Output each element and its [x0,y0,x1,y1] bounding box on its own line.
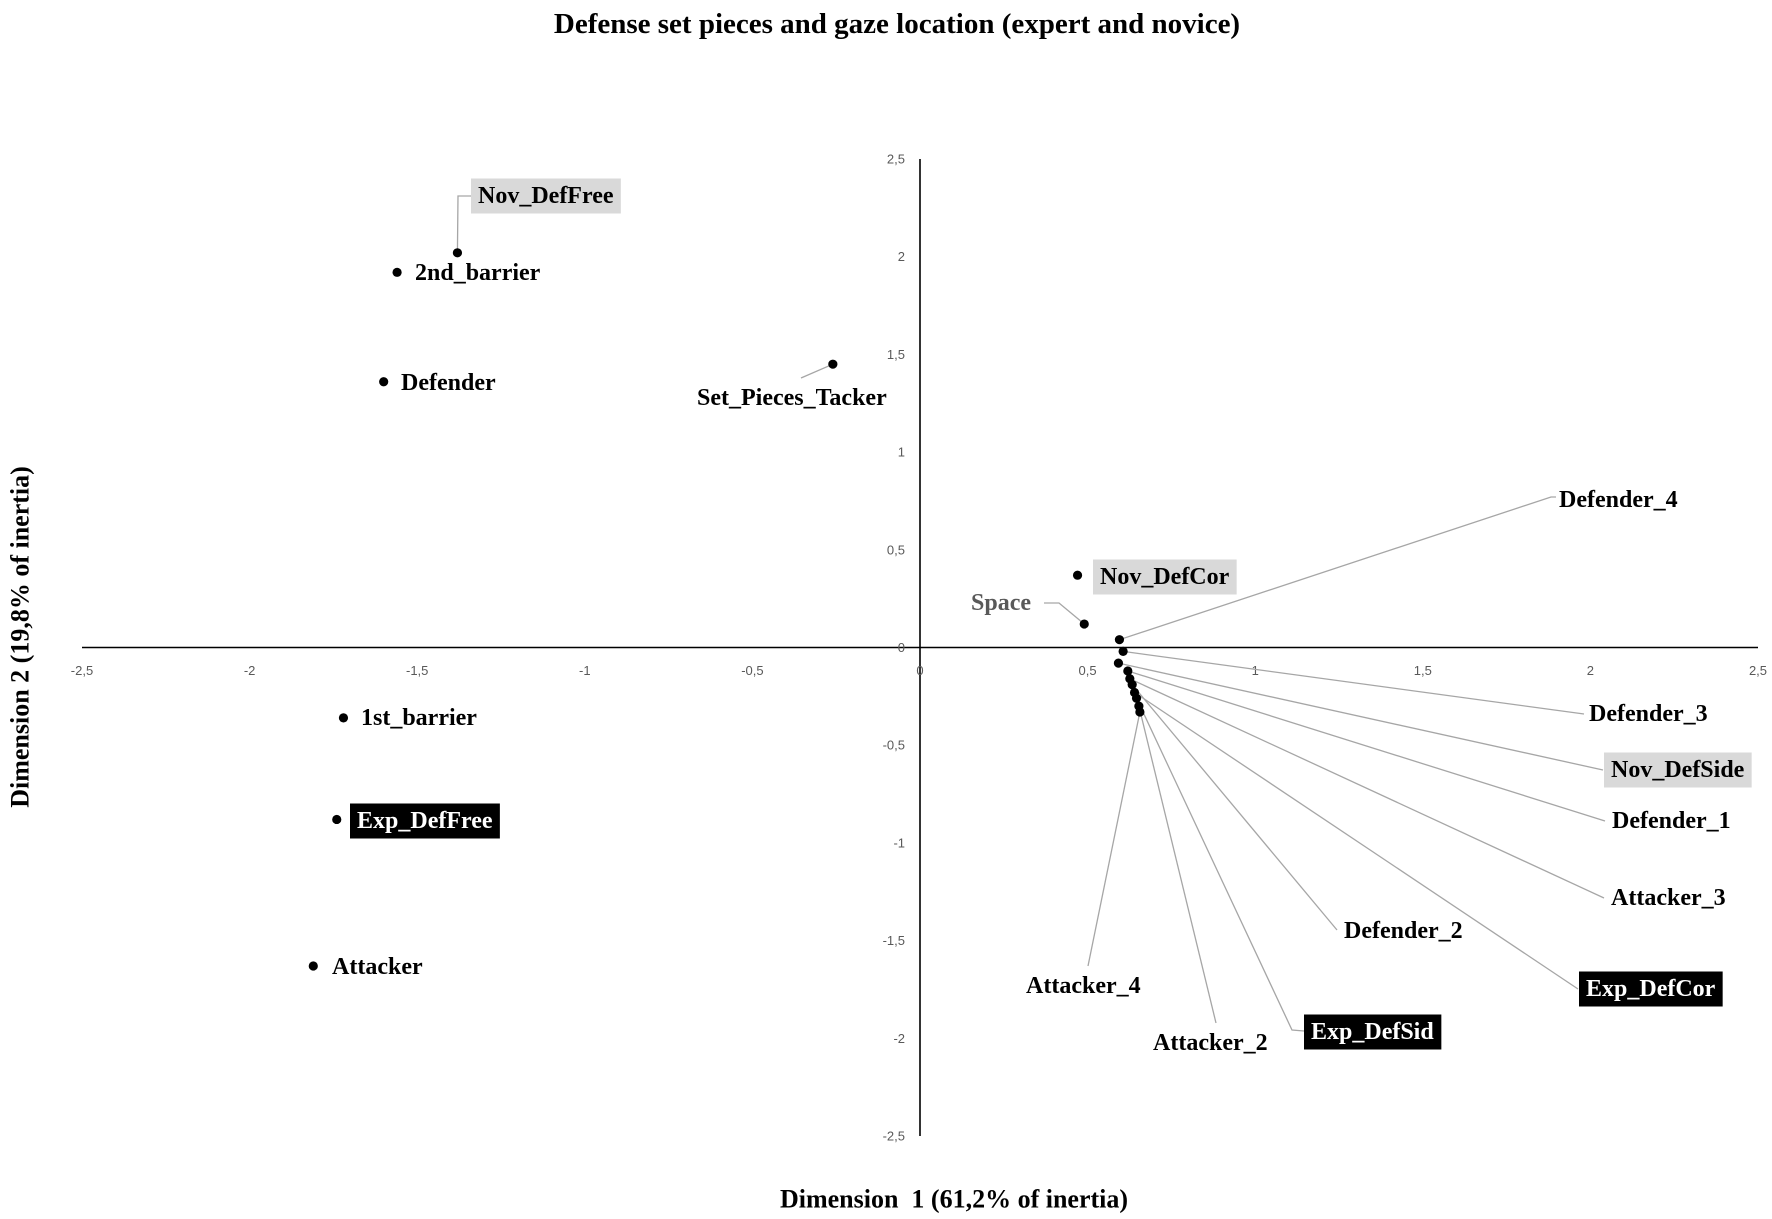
leader-line [1118,662,1604,771]
point-label: Set_Pieces_Tacker [697,385,887,411]
point-label: Space [971,590,1031,616]
point-label: Exp_DefFree [357,808,493,834]
data-point [452,248,463,258]
leader-line [1044,602,1085,625]
data-point [828,359,838,369]
data-point [1079,619,1089,629]
y-tick-label: 0 [898,640,905,655]
x-tick-label: 0,5 [1079,663,1097,678]
tick-labels: -2,5 -2 -1,5 -1 -0,5 0 0,5 1 1,5 2 2,5 2,5 2 1,5 1 0,5 0… [71,152,1767,1144]
y-tick-label: 1,5 [887,347,905,362]
point-label: Attacker_3 [1611,885,1726,911]
y-tick-label: -2,5 [883,1129,905,1144]
y-tick-label: -1 [893,835,905,850]
y-axis-title: Dimension 2 (19,8% of inertia) [6,466,35,808]
x-tick-label: -0,5 [741,663,763,678]
y-tick-label: 0,5 [887,542,905,557]
y-tick-label: -1,5 [883,933,905,948]
label-box [350,803,500,839]
leader-line [1087,711,1141,967]
point-label: Nov_DefSide [1611,757,1745,783]
x-tick-label: -2,5 [71,663,93,678]
data-point [338,713,349,723]
point-label: Nov_DefCor [1100,564,1230,590]
leader-line [1135,698,1305,1032]
point-label: Exp_DefSid [1311,1019,1434,1045]
point-label: Defender_1 [1612,808,1731,834]
data-point [308,961,318,971]
label-box [1579,971,1723,1007]
point-label: Nov_DefFree [478,183,614,209]
leader-line [1131,684,1338,931]
point-label: Defender_4 [1559,487,1678,513]
data-point [379,377,389,387]
leader-line [1123,650,1585,715]
point-label: Attacker [332,954,423,980]
point-label: Exp_DefCor [1586,976,1716,1002]
x-tick-label: 0 [916,663,923,678]
x-tick-label: 1 [1252,663,1259,678]
point-labels: Nov_DefFree 2nd_barrierDefenderSet_Pieces… [332,183,1745,1056]
leader-line [1119,496,1556,641]
leader-line [1138,705,1217,1024]
data-point [1135,707,1145,717]
leader-line [1127,670,1606,822]
point-label: 2nd_barrier [415,260,541,286]
y-tick-label: 1 [898,445,905,460]
leader-line [800,363,834,379]
data-point [1113,658,1124,668]
x-tick-label: 2,5 [1749,663,1767,678]
axes [82,159,1758,1136]
label-box [1304,1014,1442,1050]
data-point [1118,646,1128,657]
y-tick-label: 2 [898,249,905,264]
x-axis-title: Dimension 1 (61,2% of inertia) [780,1185,1128,1214]
leader-line [1129,678,1605,899]
data-point [1114,635,1125,645]
data-point [1123,666,1133,676]
data-point [1127,680,1137,690]
x-tick-label: 2 [1587,663,1594,678]
point-label: Defender_3 [1589,701,1708,727]
y-tick-label: -0,5 [883,738,905,753]
leader-lines [456,195,1606,1032]
chart-title: Defense set pieces and gaze location (ex… [554,8,1240,40]
label-box [1093,559,1237,595]
x-tick-label: 1,5 [1414,663,1432,678]
point-label: Attacker_2 [1153,1030,1268,1056]
x-tick-label: -1 [579,663,591,678]
y-tick-label: 2,5 [887,152,905,167]
data-points [308,248,1145,971]
x-tick-label: -1,5 [406,663,428,678]
x-tick-label: -2 [244,663,256,678]
label-box [1604,752,1752,788]
y-tick-label: -2 [893,1031,905,1046]
data-point [392,267,402,277]
point-label: Attacker_4 [1026,973,1141,999]
label-boxes [350,178,1752,1050]
point-label: Defender [401,370,496,396]
point-label: 1st_barrier [361,705,477,731]
data-point [332,814,342,825]
leader-line [456,195,471,253]
data-point [1072,570,1083,580]
label-box [471,178,621,214]
leader-line [1134,691,1579,990]
data-point [1131,693,1142,703]
point-label: Defender_2 [1344,918,1463,944]
